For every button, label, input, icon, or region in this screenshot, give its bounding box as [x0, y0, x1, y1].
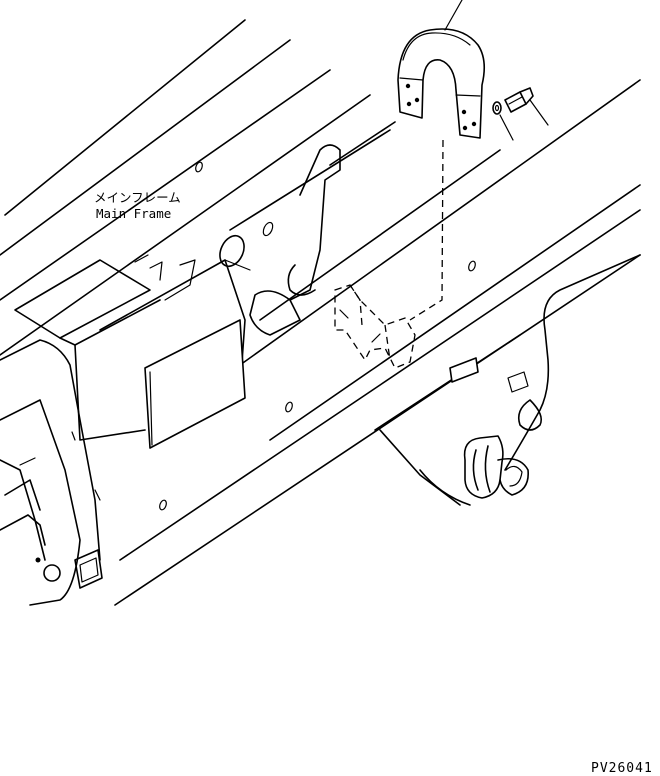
left-box	[14, 259, 251, 449]
bolt	[504, 87, 534, 113]
leader-lines	[444, 0, 549, 141]
side-plate	[449, 254, 641, 471]
drawing-code: PV26041	[591, 761, 653, 776]
frame-holes	[159, 161, 476, 511]
u-bracket	[397, 28, 486, 139]
main-frame-label-en: Main Frame	[96, 206, 171, 221]
lower-arm	[0, 339, 103, 606]
main-frame-label-jp: メインフレーム	[94, 190, 181, 205]
rubber-stopper	[419, 435, 529, 506]
mounting-bracket-phantom	[334, 284, 416, 369]
main-frame-outline	[0, 19, 641, 606]
install-guide-line	[409, 139, 444, 321]
washer	[492, 101, 502, 115]
frame-bracket	[134, 144, 341, 336]
